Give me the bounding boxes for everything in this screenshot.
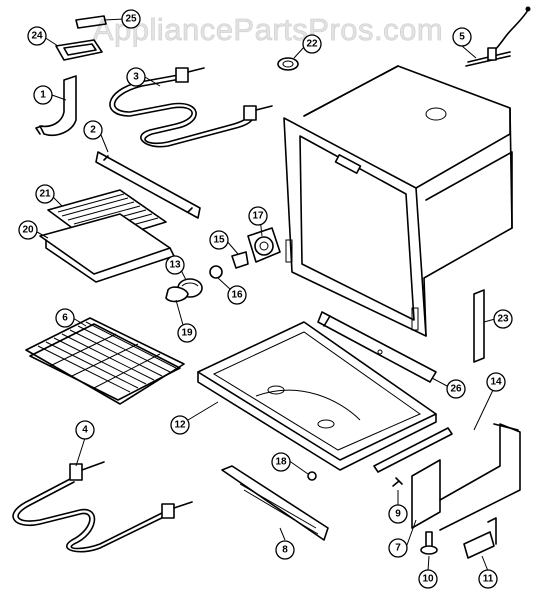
part-12-oven-bottom [197, 321, 437, 471]
leader-lines [36, 18, 496, 572]
svg-text:4: 4 [82, 425, 88, 436]
callout-3: 3 [126, 67, 146, 87]
part-7-bracket-assembly [411, 423, 521, 531]
svg-text:2: 2 [90, 125, 96, 136]
part-3-broil-element [109, 67, 273, 148]
callout-7: 7 [388, 538, 408, 558]
callout-26: 26 [446, 379, 466, 399]
callout-4: 4 [75, 420, 95, 440]
part-1-bracket [35, 75, 77, 136]
svg-text:25: 25 [125, 14, 137, 25]
callout-14: 14 [486, 372, 506, 392]
callout-21: 21 [35, 184, 55, 204]
part-4-bake-element [12, 461, 193, 553]
svg-text:13: 13 [169, 260, 181, 271]
svg-text:16: 16 [231, 290, 243, 301]
callout-16: 16 [227, 285, 247, 305]
part-2-bracket [95, 151, 201, 219]
part-5-sensor-harness [465, 6, 531, 67]
svg-text:26: 26 [450, 384, 462, 395]
callout-11: 11 [478, 569, 498, 589]
callout-22: 22 [302, 34, 322, 54]
svg-text:21: 21 [39, 189, 51, 200]
part-26-rear-bracket [317, 311, 437, 383]
svg-text:22: 22 [306, 39, 318, 50]
part-10-leveling-leg [420, 531, 438, 555]
svg-text:15: 15 [213, 235, 225, 246]
callout-2: 2 [83, 120, 103, 140]
part-24-25-assembly [55, 15, 107, 61]
callout-15: 15 [209, 230, 229, 250]
svg-text:17: 17 [252, 211, 264, 222]
part-9-screw [392, 477, 403, 487]
callout-8: 8 [275, 540, 295, 560]
part-19-lamp-lens [165, 286, 189, 303]
svg-text:19: 19 [181, 328, 193, 339]
callout-5: 5 [452, 27, 472, 47]
svg-text:8: 8 [282, 545, 288, 556]
part-20-broil-pan [39, 213, 175, 283]
svg-text:6: 6 [62, 313, 68, 324]
svg-text:14: 14 [490, 377, 502, 388]
callout-23: 23 [493, 309, 513, 329]
watermark-text: AppliancePartsPros.com [93, 12, 443, 47]
svg-text:5: 5 [459, 32, 465, 43]
callout-25: 25 [121, 9, 141, 29]
callout-12: 12 [170, 415, 190, 435]
part-22-grommet [277, 57, 299, 71]
part-8-drawer-panel [221, 465, 329, 541]
svg-text:11: 11 [483, 574, 494, 585]
callout-24: 24 [27, 26, 47, 46]
svg-text:9: 9 [395, 509, 401, 520]
part-18-screw [307, 471, 317, 481]
svg-text:1: 1 [40, 90, 46, 101]
callout-19: 19 [177, 323, 197, 343]
callout-17: 17 [248, 206, 268, 226]
callout-9: 9 [388, 504, 408, 524]
part-11-anti-tip-bracket [463, 517, 497, 559]
callout-1: 1 [33, 85, 53, 105]
part-15-16-17-light-assembly [209, 227, 281, 279]
callout-10: 10 [418, 569, 438, 589]
callout-18: 18 [271, 452, 291, 472]
svg-text:24: 24 [31, 31, 43, 42]
svg-text:12: 12 [174, 420, 186, 431]
callout-20: 20 [18, 220, 38, 240]
callout-13: 13 [165, 255, 185, 275]
oven-cavity [283, 65, 513, 337]
part-14-bar [373, 427, 453, 473]
svg-text:20: 20 [22, 225, 34, 236]
svg-text:7: 7 [395, 543, 401, 554]
part-6-oven-rack [25, 317, 185, 405]
callout-6: 6 [55, 308, 75, 328]
svg-text:3: 3 [133, 72, 139, 83]
svg-text:23: 23 [497, 314, 509, 325]
svg-text:18: 18 [275, 457, 287, 468]
svg-text:10: 10 [422, 574, 434, 585]
part-23-vertical-bracket [473, 289, 485, 363]
